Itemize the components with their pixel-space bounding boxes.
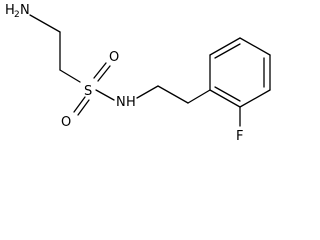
sulfur-label: S [84, 84, 92, 99]
bond-nh-c3 [136, 85, 159, 99]
molecule-drawing: H 2 N S O O N H [5, 3, 271, 144]
ring-bond-6 [209, 89, 241, 108]
bond-s-o-bottom-1 [73, 96, 86, 113]
structure-diagram: H 2 N S O O N H [5, 3, 271, 144]
ring-bond-2 [209, 37, 241, 56]
nh-n-label: N [116, 95, 126, 110]
bond-c3-c4 [157, 85, 189, 104]
fluorine-label: F [236, 129, 243, 144]
bond-n-c1 [29, 14, 61, 33]
nh-h-label: H [126, 95, 136, 110]
ring-double-bond-inner-3 [214, 86, 241, 102]
amine-h-label: H [5, 3, 15, 18]
bond-s-o-top-2 [97, 65, 111, 82]
bond-s-o-bottom-2 [77, 99, 90, 116]
ring-double-bond-inner-1 [214, 43, 241, 59]
amine-n-label: N [20, 3, 30, 18]
ring-bond-5 [239, 89, 271, 108]
oxygen-top-label: O [109, 50, 119, 65]
bond-s-o-top-1 [93, 62, 107, 79]
amine-subscript-label: 2 [14, 10, 20, 20]
ring-bond-3 [239, 37, 271, 56]
bond-s-nh [95, 89, 115, 101]
oxygen-bottom-label: O [61, 115, 71, 130]
bond-c4-ring [187, 89, 211, 104]
bond-c2-s [59, 69, 81, 83]
